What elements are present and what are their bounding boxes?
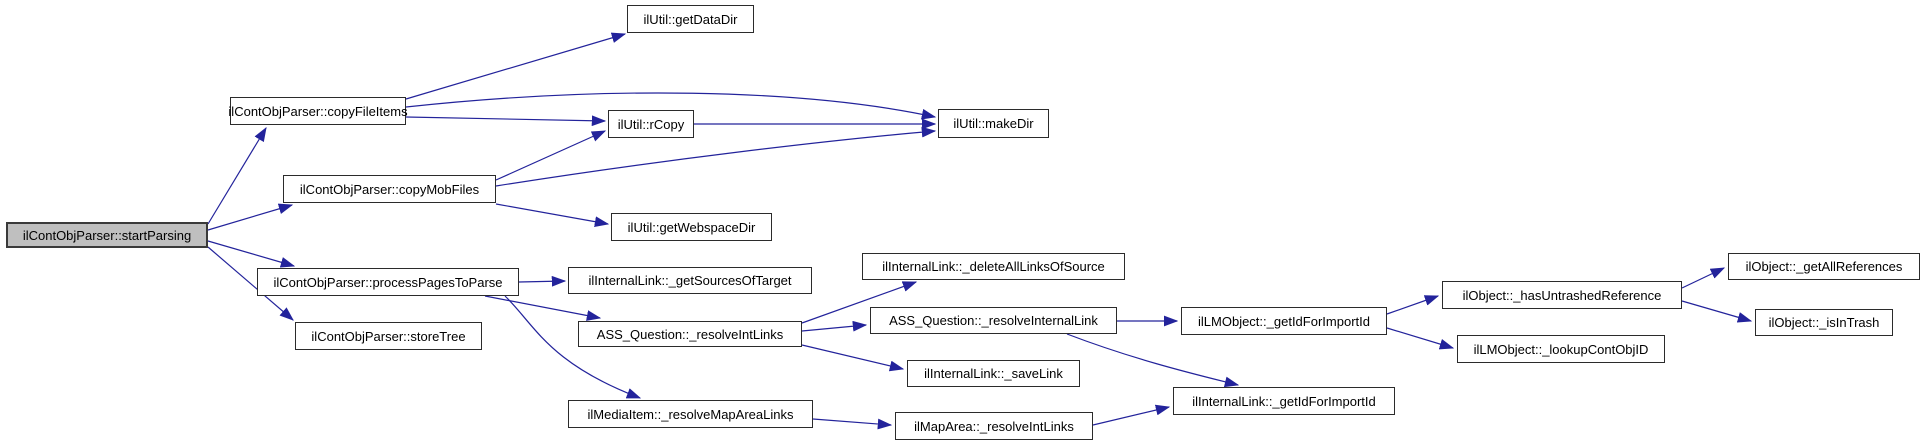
node-lookup-cont-obj-id[interactable]: ilLMObject::_lookupContObjID <box>1457 335 1665 363</box>
edge-ass-resolve-int-links--ass-resolve-internal-link <box>801 320 868 332</box>
edge-start-parsing--copy-mob-files <box>207 203 294 231</box>
edge-has-untrashed-reference--is-in-trash <box>1681 300 1753 323</box>
node-process-pages-to-parse[interactable]: ilContObjParser::processPagesToParse <box>257 268 519 296</box>
edge-process-pages-to-parse--ass-resolve-int-links <box>484 295 602 321</box>
edge-ass-resolve-int-links--save-link <box>801 344 905 372</box>
edge-copy-file-items--rcopy <box>405 115 607 127</box>
edge-copy-file-items--get-data-dir <box>405 32 627 100</box>
edge-lm-get-id-for-import-id--has-untrashed-reference <box>1386 295 1440 315</box>
edge-ass-resolve-int-links--delete-all-links-of-source <box>801 281 918 324</box>
edge-process-pages-to-parse--get-sources-of-target <box>518 275 567 287</box>
edge-lm-get-id-for-import-id--lookup-cont-obj-id <box>1386 327 1455 350</box>
edge-resolve-map-area-links--map-area-resolve-int-links <box>812 418 893 430</box>
edge-map-area-resolve-int-links--il-get-id-for-import-id <box>1092 404 1171 426</box>
edge-copy-mob-files--rcopy <box>495 130 607 181</box>
node-resolve-map-area-links[interactable]: ilMediaItem::_resolveMapAreaLinks <box>568 400 813 428</box>
node-lm-get-id-for-import-id[interactable]: ilLMObject::_getIdForImportId <box>1181 307 1387 335</box>
edge-start-parsing--process-pages-to-parse <box>207 240 296 268</box>
node-save-link[interactable]: ilInternalLink::_saveLink <box>907 360 1080 387</box>
node-get-webspace-dir[interactable]: ilUtil::getWebspaceDir <box>611 213 772 241</box>
node-get-data-dir[interactable]: ilUtil::getDataDir <box>627 5 754 33</box>
node-rcopy[interactable]: ilUtil::rCopy <box>608 110 694 138</box>
edge-start-parsing--store-tree <box>207 246 294 321</box>
node-il-get-id-for-import-id[interactable]: ilInternalLink::_getIdForImportId <box>1173 387 1395 415</box>
node-is-in-trash[interactable]: ilObject::_isInTrash <box>1755 309 1893 336</box>
edge-start-parsing--copy-file-items <box>207 126 267 225</box>
edge-copy-file-items--make-dir <box>405 92 937 120</box>
node-ass-resolve-int-links[interactable]: ASS_Question::_resolveIntLinks <box>578 321 802 347</box>
node-get-all-references[interactable]: ilObject::_getAllReferences <box>1728 253 1920 280</box>
node-get-sources-of-target[interactable]: ilInternalLink::_getSourcesOfTarget <box>568 267 812 294</box>
edge-ass-resolve-internal-link--il-get-id-for-import-id <box>1066 333 1240 388</box>
edge-copy-mob-files--get-webspace-dir <box>495 203 610 227</box>
node-ass-resolve-internal-link[interactable]: ASS_Question::_resolveInternalLink <box>870 307 1117 334</box>
node-delete-all-links-of-source[interactable]: ilInternalLink::_deleteAllLinksOfSource <box>862 253 1125 280</box>
node-has-untrashed-reference[interactable]: ilObject::_hasUntrashedReference <box>1442 281 1682 309</box>
node-store-tree[interactable]: ilContObjParser::storeTree <box>295 322 482 350</box>
edge-copy-mob-files--make-dir <box>495 126 937 187</box>
node-copy-file-items[interactable]: ilContObjParser::copyFileItems <box>228 97 408 125</box>
node-make-dir[interactable]: ilUtil::makeDir <box>938 109 1049 138</box>
edge-process-pages-to-parse--resolve-map-area-links <box>504 295 642 399</box>
edge-has-untrashed-reference--get-all-references <box>1681 267 1726 289</box>
node-map-area-resolve-int-links[interactable]: ilMapArea::_resolveIntLinks <box>895 412 1093 440</box>
node-copy-mob-files[interactable]: ilContObjParser::copyMobFiles <box>283 175 496 203</box>
node-start-parsing: ilContObjParser::startParsing <box>6 222 208 248</box>
